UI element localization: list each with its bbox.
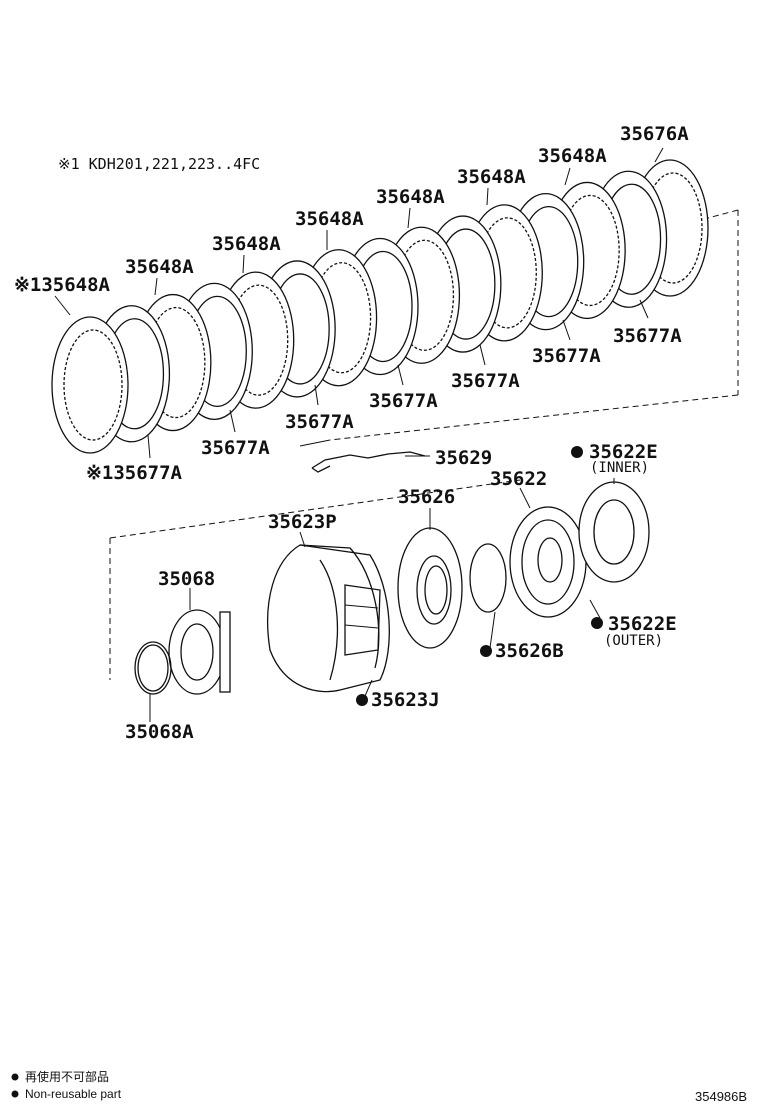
- label-35622E-inner: 35622E: [589, 441, 658, 463]
- boundary-lines: [109, 209, 739, 680]
- label-35626: 35626: [398, 486, 455, 508]
- disc-inner-edge: [229, 284, 289, 396]
- label-35676A: 35676A: [620, 123, 689, 145]
- label-35648A: 35648A: [125, 256, 194, 278]
- label-35677A: 35677A: [532, 345, 601, 367]
- label-outer: (OUTER): [604, 633, 663, 649]
- label-35622: 35622: [490, 468, 547, 490]
- non-reusable-markers: [356, 446, 603, 706]
- piston-35622: [509, 506, 587, 618]
- figure-code: 354986B: [695, 1089, 747, 1104]
- disc-inner-edge: [560, 194, 620, 307]
- legend-bullet-icon: [11, 1073, 19, 1081]
- clutch-drum-35623P: [267, 544, 390, 693]
- label-35677A: 35677A: [369, 390, 438, 412]
- disc-inner-edge: [477, 217, 537, 329]
- label-35648A: 35648A: [295, 208, 364, 230]
- label-35648A: 35648A: [538, 145, 607, 167]
- disc-inner-edge: [394, 239, 455, 351]
- spring-retainer-35068: [168, 609, 231, 695]
- label-35648A: 35648A: [212, 233, 281, 255]
- label-35677A: 35677A: [451, 370, 520, 392]
- legend-english: Non-reusable part: [25, 1087, 122, 1101]
- oring-35622E: [578, 481, 650, 583]
- label-35648A-ref: ※135648A: [14, 274, 111, 296]
- spring-35629: [311, 451, 426, 473]
- legend-japanese: 再使用不可部品: [25, 1069, 109, 1084]
- clutch-disc: [51, 316, 129, 454]
- disc-inner-edge: [311, 262, 372, 374]
- label-35068: 35068: [158, 568, 215, 590]
- label-35677A: 35677A: [613, 325, 682, 347]
- label-35622E-outer: 35622E: [608, 613, 677, 635]
- applicability-note: ※1 KDH201,221,223..4FC: [58, 155, 260, 173]
- label-35623P: 35623P: [268, 511, 337, 533]
- label-35623J: 35623J: [371, 689, 440, 711]
- label-35677A-ref: ※135677A: [86, 462, 183, 484]
- disc-inner-edge: [63, 329, 123, 441]
- label-35677A: 35677A: [201, 437, 270, 459]
- label-35648A: 35648A: [457, 166, 526, 188]
- disc-inner-edge: [643, 172, 703, 284]
- label-35677A: 35677A: [285, 411, 354, 433]
- legend-bullet-icon: [11, 1090, 19, 1098]
- label-35626B: 35626B: [495, 640, 564, 662]
- label-35068A: 35068A: [125, 721, 194, 743]
- clutch-plate-stack: [51, 159, 709, 454]
- oring-35626B: [469, 543, 507, 613]
- label-35648A: 35648A: [376, 186, 445, 208]
- piston-35626: [397, 527, 463, 649]
- label-35629: 35629: [435, 447, 492, 469]
- snap-ring-35068A: [134, 641, 172, 695]
- disc-inner-edge: [146, 306, 206, 419]
- label-inner: (INNER): [590, 460, 649, 476]
- leader-lines: [54, 147, 664, 722]
